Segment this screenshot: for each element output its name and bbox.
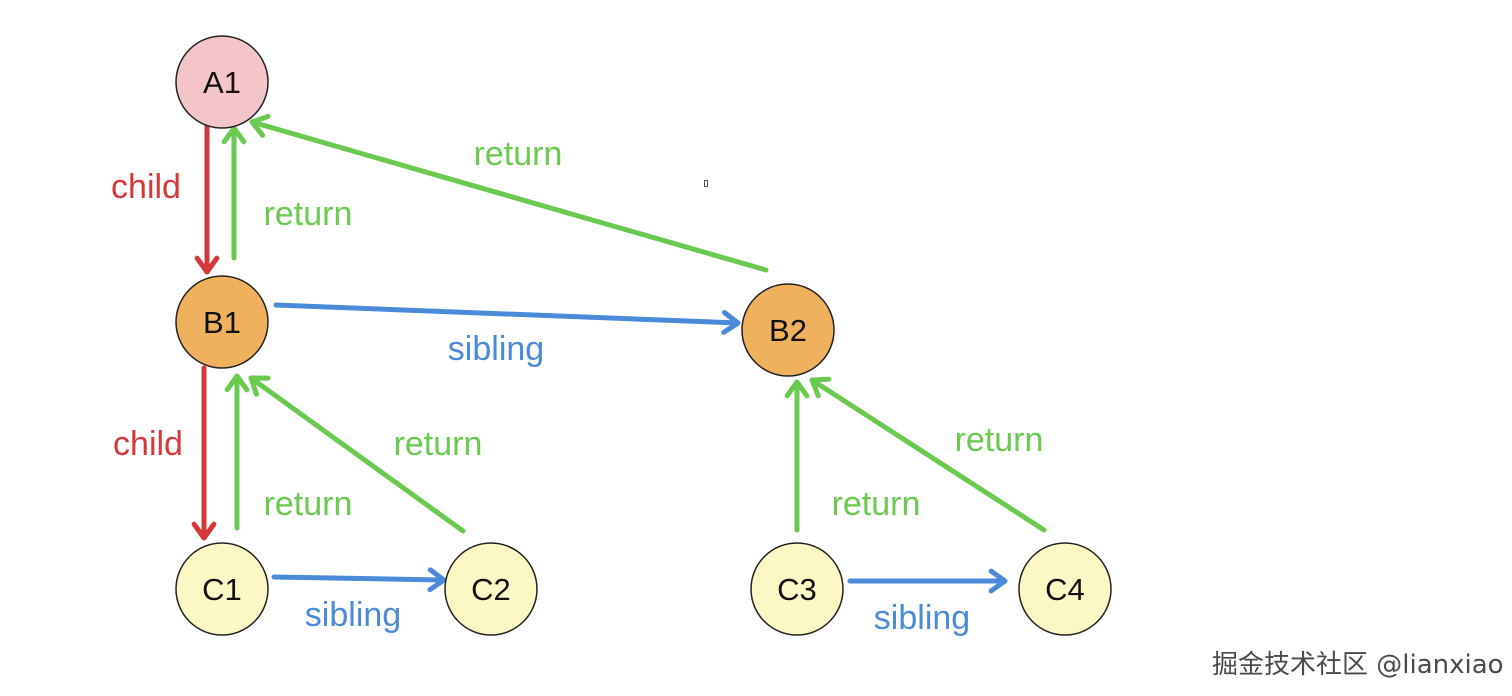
cursor-marker [704,180,708,187]
node-circle [444,542,538,636]
edge-label-return: return [264,485,353,523]
edge-labels-layer: child return return sibling child return retur… [111,135,1043,637]
node-label: C4 [1045,572,1085,607]
edge-label-return: return [955,421,1044,459]
edge-label-return: return [394,425,483,463]
edge-return-b1-to-a1 [221,125,247,261]
edge-label-sibling: sibling [874,599,970,637]
node-a1: A1 [175,35,269,129]
node-c3: C3 [750,542,844,636]
node-label: B1 [203,305,241,340]
edge-label-child: child [113,425,183,463]
arrowhead-icon [194,255,220,275]
edge-label-child: child [111,168,181,206]
arrowhead-icon [191,521,217,541]
node-circle [750,542,844,636]
edges-layer [191,113,1047,594]
node-label: C1 [202,572,242,607]
node-circle [741,283,835,377]
edge-shaft [252,120,769,273]
edge-child-a1-to-b1 [194,121,220,275]
node-circle [175,542,269,636]
edge-sibling-c3-to-c4 [847,568,1008,594]
edge-return-c3-to-b2 [784,379,810,533]
edge-label-sibling: sibling [305,596,401,634]
node-b2: B2 [741,283,835,377]
edge-sibling-b1-to-b2 [273,302,741,335]
node-circle [1018,542,1112,636]
node-circle [175,275,269,369]
edge-sibling-c1-to-c2 [271,567,447,593]
edge-return-c2-to-b1 [248,375,466,534]
edge-shaft [273,302,738,326]
edge-child-b1-to-c1 [191,365,217,541]
edge-label-return: return [264,195,353,233]
edge-return-c4-to-b2 [809,376,1047,533]
edge-shaft [271,574,444,583]
node-label: B2 [769,313,807,348]
edge-return-b2-to-a1 [249,113,769,273]
node-circle [175,35,269,129]
node-c2: C2 [444,542,538,636]
node-c1: C1 [175,542,269,636]
arrowhead-icon [784,379,810,399]
node-label: C3 [777,572,817,607]
edge-return-c1-to-b1 [224,373,250,531]
arrowhead-icon [988,568,1008,594]
arrowhead-icon [249,113,271,138]
arrowhead-icon [721,310,741,335]
arrowhead-icon [224,373,250,393]
edge-shaft [812,379,1047,533]
edge-shaft [250,377,466,534]
node-label: C2 [471,572,511,607]
watermark: 掘金技术社区 @lianxiao [1212,650,1504,680]
node-label: A1 [203,65,241,100]
node-b1: B1 [175,275,269,369]
arrowhead-icon [248,375,271,397]
edge-label-sibling: sibling [448,330,544,368]
edge-label-return: return [474,135,563,173]
node-c4: C4 [1018,542,1112,636]
arrowhead-icon [809,376,832,399]
arrowhead-icon [427,567,447,593]
arrowhead-icon [221,125,247,145]
edge-label-return: return [832,485,921,523]
